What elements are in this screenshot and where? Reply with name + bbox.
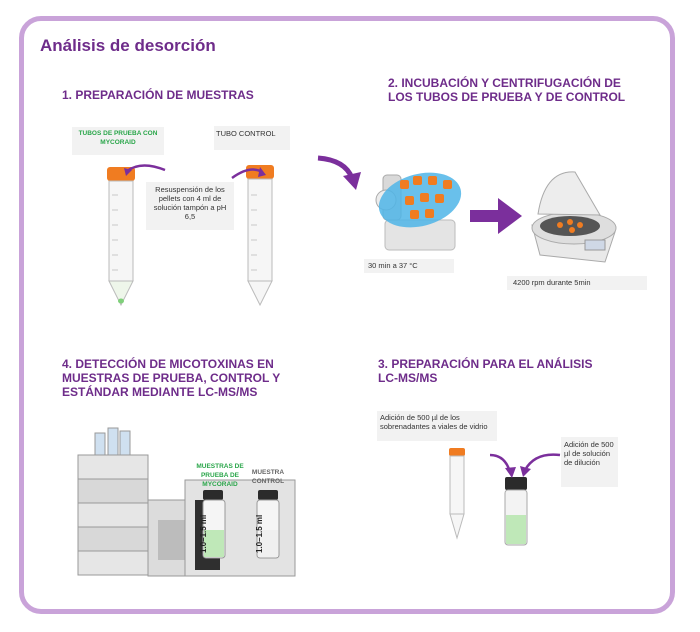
step-2-heading: 2. INCUBACIÓN Y CENTRIFUGACIÓN DE LOS TU… bbox=[388, 76, 626, 104]
label-dilution: Adición de 500 µl de solución de dilució… bbox=[561, 437, 618, 487]
step-4-heading: 4. DETECCIÓN DE MICOTOXINAS EN MUESTRAS … bbox=[62, 357, 281, 399]
right-arrow-icon bbox=[470, 198, 522, 234]
vial-mycoraid bbox=[202, 490, 226, 559]
step-arrow-icon bbox=[317, 155, 355, 180]
vial-control bbox=[256, 490, 280, 559]
vial-volume-label-1: 1.0–1.5 ml bbox=[199, 514, 208, 553]
label-incubation: 30 min a 37 °C bbox=[364, 259, 454, 273]
conical-tube-small bbox=[449, 448, 465, 540]
rotator-incubator bbox=[375, 172, 462, 251]
step-3-heading: 3. PREPARACIÓN PARA EL ANÁLISIS LC-MS/MS bbox=[378, 357, 593, 385]
label-sample-mycoraid: MUESTRAS DE PRUEBA DE MYCORAID bbox=[196, 463, 244, 488]
falcon-tube-mycoraid bbox=[107, 167, 135, 307]
vial-volume-label-2: 1.0–1.5 ml bbox=[255, 514, 264, 553]
label-supernatant: Adición de 500 µl de los sobrenadantes a… bbox=[377, 411, 497, 441]
label-centrifuge: 4200 rpm durante 5min bbox=[507, 276, 647, 290]
curved-arrow-icon bbox=[523, 453, 561, 471]
step-1-heading: 1. PREPARACIÓN DE MUESTRAS bbox=[62, 88, 254, 102]
label-tubes-mycoraid: TUBOS DE PRUEBA CON MYCORAID bbox=[72, 127, 164, 155]
page-title: Análisis de desorción bbox=[40, 36, 216, 55]
centrifuge bbox=[531, 171, 617, 263]
falcon-tube-control bbox=[246, 165, 274, 307]
label-tube-control: TUBO CONTROL bbox=[214, 126, 290, 150]
glass-vial bbox=[504, 477, 528, 546]
tube-graduations bbox=[112, 194, 257, 271]
label-sample-control: MUESTRA CONTROL bbox=[251, 469, 285, 485]
label-resuspension: Resuspensión de los pellets con 4 ml de … bbox=[146, 182, 234, 230]
